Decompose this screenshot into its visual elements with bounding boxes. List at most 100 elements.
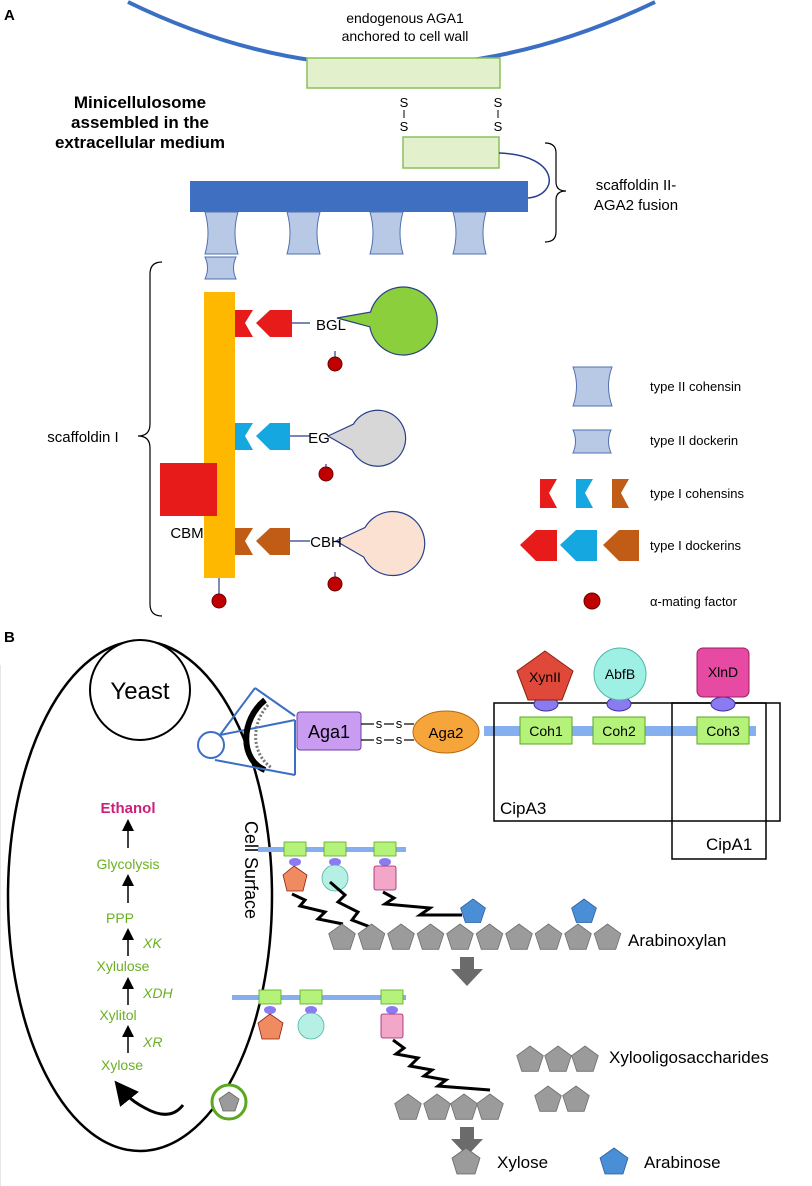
svg-text:S: S: [494, 95, 503, 110]
xdh-label: XDH: [142, 985, 173, 1001]
minicellulosome-complex-2: [232, 989, 491, 1092]
xylose-unit: [534, 1085, 562, 1112]
svg-text:s: s: [396, 716, 403, 731]
cipa3-box: [493, 702, 781, 822]
xylitol-label: Xylitol: [99, 1007, 136, 1023]
legend-type-ii-dockerin-icon: [572, 429, 612, 454]
arabinoxylan-chain: [328, 898, 622, 950]
xynii-label: XynII: [529, 669, 561, 685]
xk-label: XK: [142, 935, 162, 951]
down-arrow-2: [451, 1127, 483, 1156]
panel-a-legend: type II cohensin type II dockerin type I…: [520, 366, 744, 610]
xylose-pathway-label: Xylose: [101, 1057, 143, 1073]
xylose-unit: [593, 923, 622, 950]
bgl-alpha-factor: [327, 356, 343, 372]
transporter-xylose-icon: [218, 1091, 240, 1112]
xlnd-enzyme: [696, 647, 750, 698]
bgl-dockerin: [256, 310, 292, 337]
panel-a: A endogenous AGA1 anchored to cell wall …: [4, 0, 744, 617]
type-ii-dockerin: [204, 256, 237, 280]
type-ii-cohesin-4: [452, 211, 487, 255]
svg-text:S: S: [494, 119, 503, 134]
cipa3-label: CipA3: [500, 799, 546, 818]
type-ii-cohesin-2: [286, 211, 321, 255]
scaffoldin-ii-label-line2: AGA2 fusion: [594, 197, 678, 214]
cbh-label: CBH: [310, 534, 342, 551]
cbh-enzyme: [334, 510, 426, 577]
disulfide-bond-right: S S: [494, 95, 503, 134]
cbh-module: CBH: [235, 510, 426, 592]
cbm-module: [160, 463, 217, 516]
aga1-protein: [296, 711, 362, 751]
coh3: [696, 716, 750, 745]
xr-label: XR: [142, 1034, 162, 1050]
bgl-enzyme: [336, 286, 438, 356]
xylose-unit: [571, 1045, 599, 1072]
cbm-label: CBM: [170, 525, 203, 542]
scaffoldin-ii-brace: [544, 142, 567, 243]
scaffoldin-i-brace: [137, 261, 163, 617]
svg-text:S: S: [400, 95, 409, 110]
arabinose-unit: [571, 898, 597, 923]
type-ii-cohesin-3: [369, 211, 404, 255]
coh3-label: Coh3: [706, 723, 740, 739]
coh1-label: Coh1: [529, 723, 563, 739]
panel-a-title-line2: assembled in the: [71, 113, 209, 132]
aga1-label-line2: anchored to cell wall: [342, 28, 469, 44]
coh2-label: Coh2: [602, 723, 636, 739]
aga1-anchor: [197, 687, 296, 776]
xylose-uptake-arrow: [114, 1080, 185, 1116]
panel-a-title-line3: extracellular medium: [55, 133, 225, 152]
scaffoldin-i-bar: [204, 292, 235, 578]
xylose-unit: [328, 923, 356, 950]
xylose-unit: [450, 1093, 478, 1120]
aga1-label: Aga1: [308, 722, 350, 742]
legend-cyan-dockerin-icon: [560, 530, 597, 561]
disulfide-bond-left: S S: [400, 95, 409, 134]
yeast-bud: [89, 639, 191, 741]
legend-red-cohesin-icon: [540, 479, 557, 508]
eg-module: EG: [235, 409, 407, 482]
svg-text:s: s: [376, 732, 383, 747]
panel-b-label: B: [4, 629, 15, 646]
legend-alpha-mating-factor: α-mating factor: [650, 594, 738, 609]
legend-arabinose-icon: [599, 1147, 629, 1175]
coh1: [519, 716, 573, 745]
cipa1-label: CipA1: [706, 835, 752, 854]
ethanol-label: Ethanol: [101, 800, 156, 817]
yeast-label: Yeast: [110, 678, 170, 705]
cell-surface-label: Cell Surface: [241, 821, 261, 919]
bgl-module: BGL: [235, 286, 438, 372]
legend-arabinose: Arabinose: [644, 1153, 721, 1172]
xylooligosaccharides-label: Xylooligosaccharides: [609, 1048, 769, 1067]
xylose-unit: [544, 1045, 572, 1072]
xylose-unit: [394, 1093, 422, 1120]
xylose-unit: [387, 923, 415, 950]
xylose-unit: [534, 923, 563, 950]
svg-text:S: S: [400, 119, 409, 134]
xylose-unit: [562, 1085, 590, 1112]
svg-text:s: s: [396, 732, 403, 747]
eg-dockerin: [256, 423, 290, 450]
eg-alpha-factor: [318, 466, 334, 482]
legend-xylose: Xylose: [497, 1153, 548, 1172]
panel-b: B Yeast Cell Surface Ethanol Glycolysis …: [0, 629, 781, 1186]
xylose-unit: [416, 923, 445, 950]
xylose-unit: [476, 1093, 504, 1120]
legend-alpha-factor-icon: [583, 592, 601, 610]
down-arrow-1: [451, 957, 483, 986]
scaffoldin-ii-label-line1: scaffoldin II-: [596, 177, 677, 194]
legend-type-ii-cohesin-icon: [572, 366, 613, 407]
abfb-enzyme: [593, 647, 647, 701]
legend-type-i-dockerins: type I dockerins: [650, 538, 742, 553]
legend-brown-dockerin-icon: [603, 530, 639, 561]
minicellulosome-complex-1: [258, 841, 462, 930]
xylulose-label: Xylulose: [97, 958, 150, 974]
xylose-unit: [423, 1093, 451, 1120]
arabinoxylan-label: Arabinoxylan: [628, 931, 726, 950]
type-ii-cohesin-1: [204, 211, 239, 255]
legend-type-ii-dockerin: type II dockerin: [650, 433, 738, 448]
aga2-linker: [498, 152, 550, 199]
coh2: [592, 716, 646, 745]
